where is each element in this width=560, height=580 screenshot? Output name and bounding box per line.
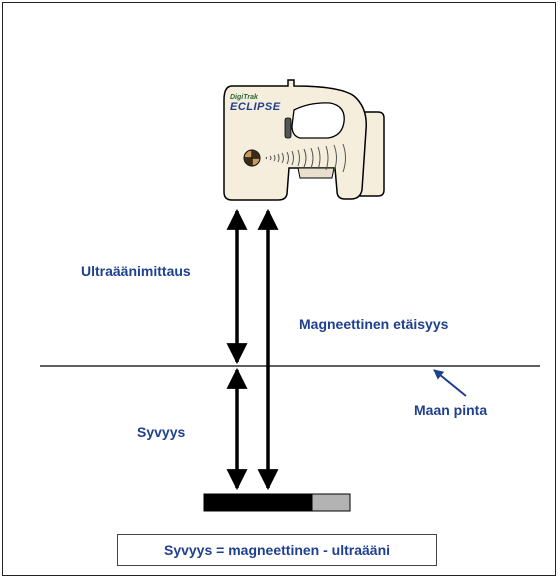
formula-text: Syvyys = magneettinen - ultraääni (163, 542, 391, 558)
device-model: ECLIPSE (230, 101, 281, 113)
depth-label: Syvyys (137, 424, 186, 440)
diagram-frame (2, 2, 556, 576)
ultrasonic-label: Ultraäänimittaus (81, 263, 191, 279)
device-brand: DigiTrak (230, 94, 258, 101)
formula-box: Syvyys = magneettinen - ultraääni (117, 534, 437, 566)
locator-device (223, 79, 385, 201)
transmitter (203, 493, 351, 512)
ground-pointer-arrow (433, 369, 467, 397)
ultrasonic-wave-icon (265, 143, 346, 173)
ground-surface-label: Maan pinta (414, 402, 488, 418)
magnetic-distance-label: Magneettinen etäisyys (299, 316, 449, 332)
